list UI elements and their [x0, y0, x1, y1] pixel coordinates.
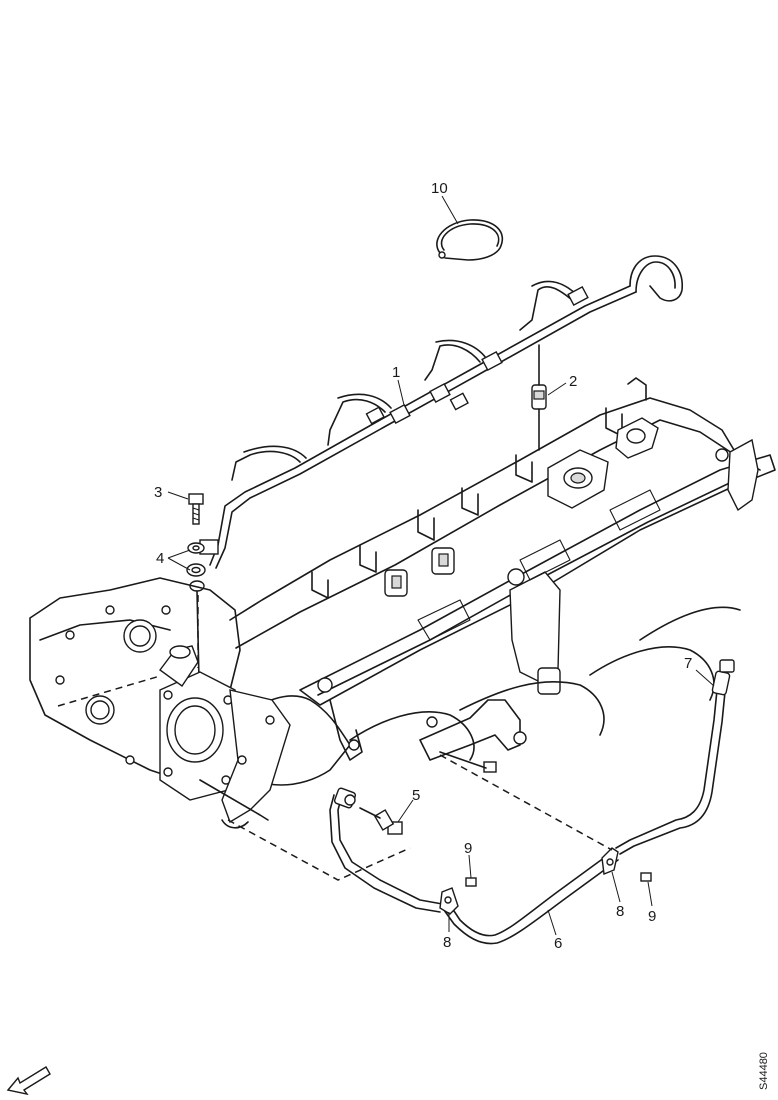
callout-1: 1: [392, 364, 400, 381]
bolt-part-3: [188, 493, 204, 525]
dashed-assembly-lines: [57, 595, 613, 881]
hose-clamp-part-10: [436, 219, 504, 261]
callout-4: 4: [156, 550, 164, 567]
callout-9b: 9: [648, 908, 656, 925]
sensor-part-2: [531, 344, 547, 451]
callout-8a: 8: [443, 934, 451, 951]
reference-code: S44480: [758, 1052, 770, 1090]
callout-2: 2: [569, 373, 577, 390]
callout-5: 5: [412, 787, 420, 804]
callout-8b: 8: [616, 903, 624, 920]
callout-3: 3: [154, 484, 162, 501]
intake-manifold: [229, 377, 776, 786]
front-direction-arrow-icon: [6, 1066, 51, 1096]
leader-lines: [167, 195, 715, 936]
banjo-bolt-part-5: [359, 807, 403, 835]
callout-10: 10: [431, 180, 448, 197]
callout-6: 6: [554, 935, 562, 952]
cylinder-head-end: [29, 577, 291, 829]
callout-7: 7: [684, 655, 692, 672]
return-pipe-part-6: [329, 659, 735, 945]
fuel-pipe-part-1: [199, 255, 683, 569]
callout-labels: 10 1 2 3 4 5 7 9 8 6 8 9: [154, 180, 692, 952]
callout-9a: 9: [464, 840, 472, 857]
